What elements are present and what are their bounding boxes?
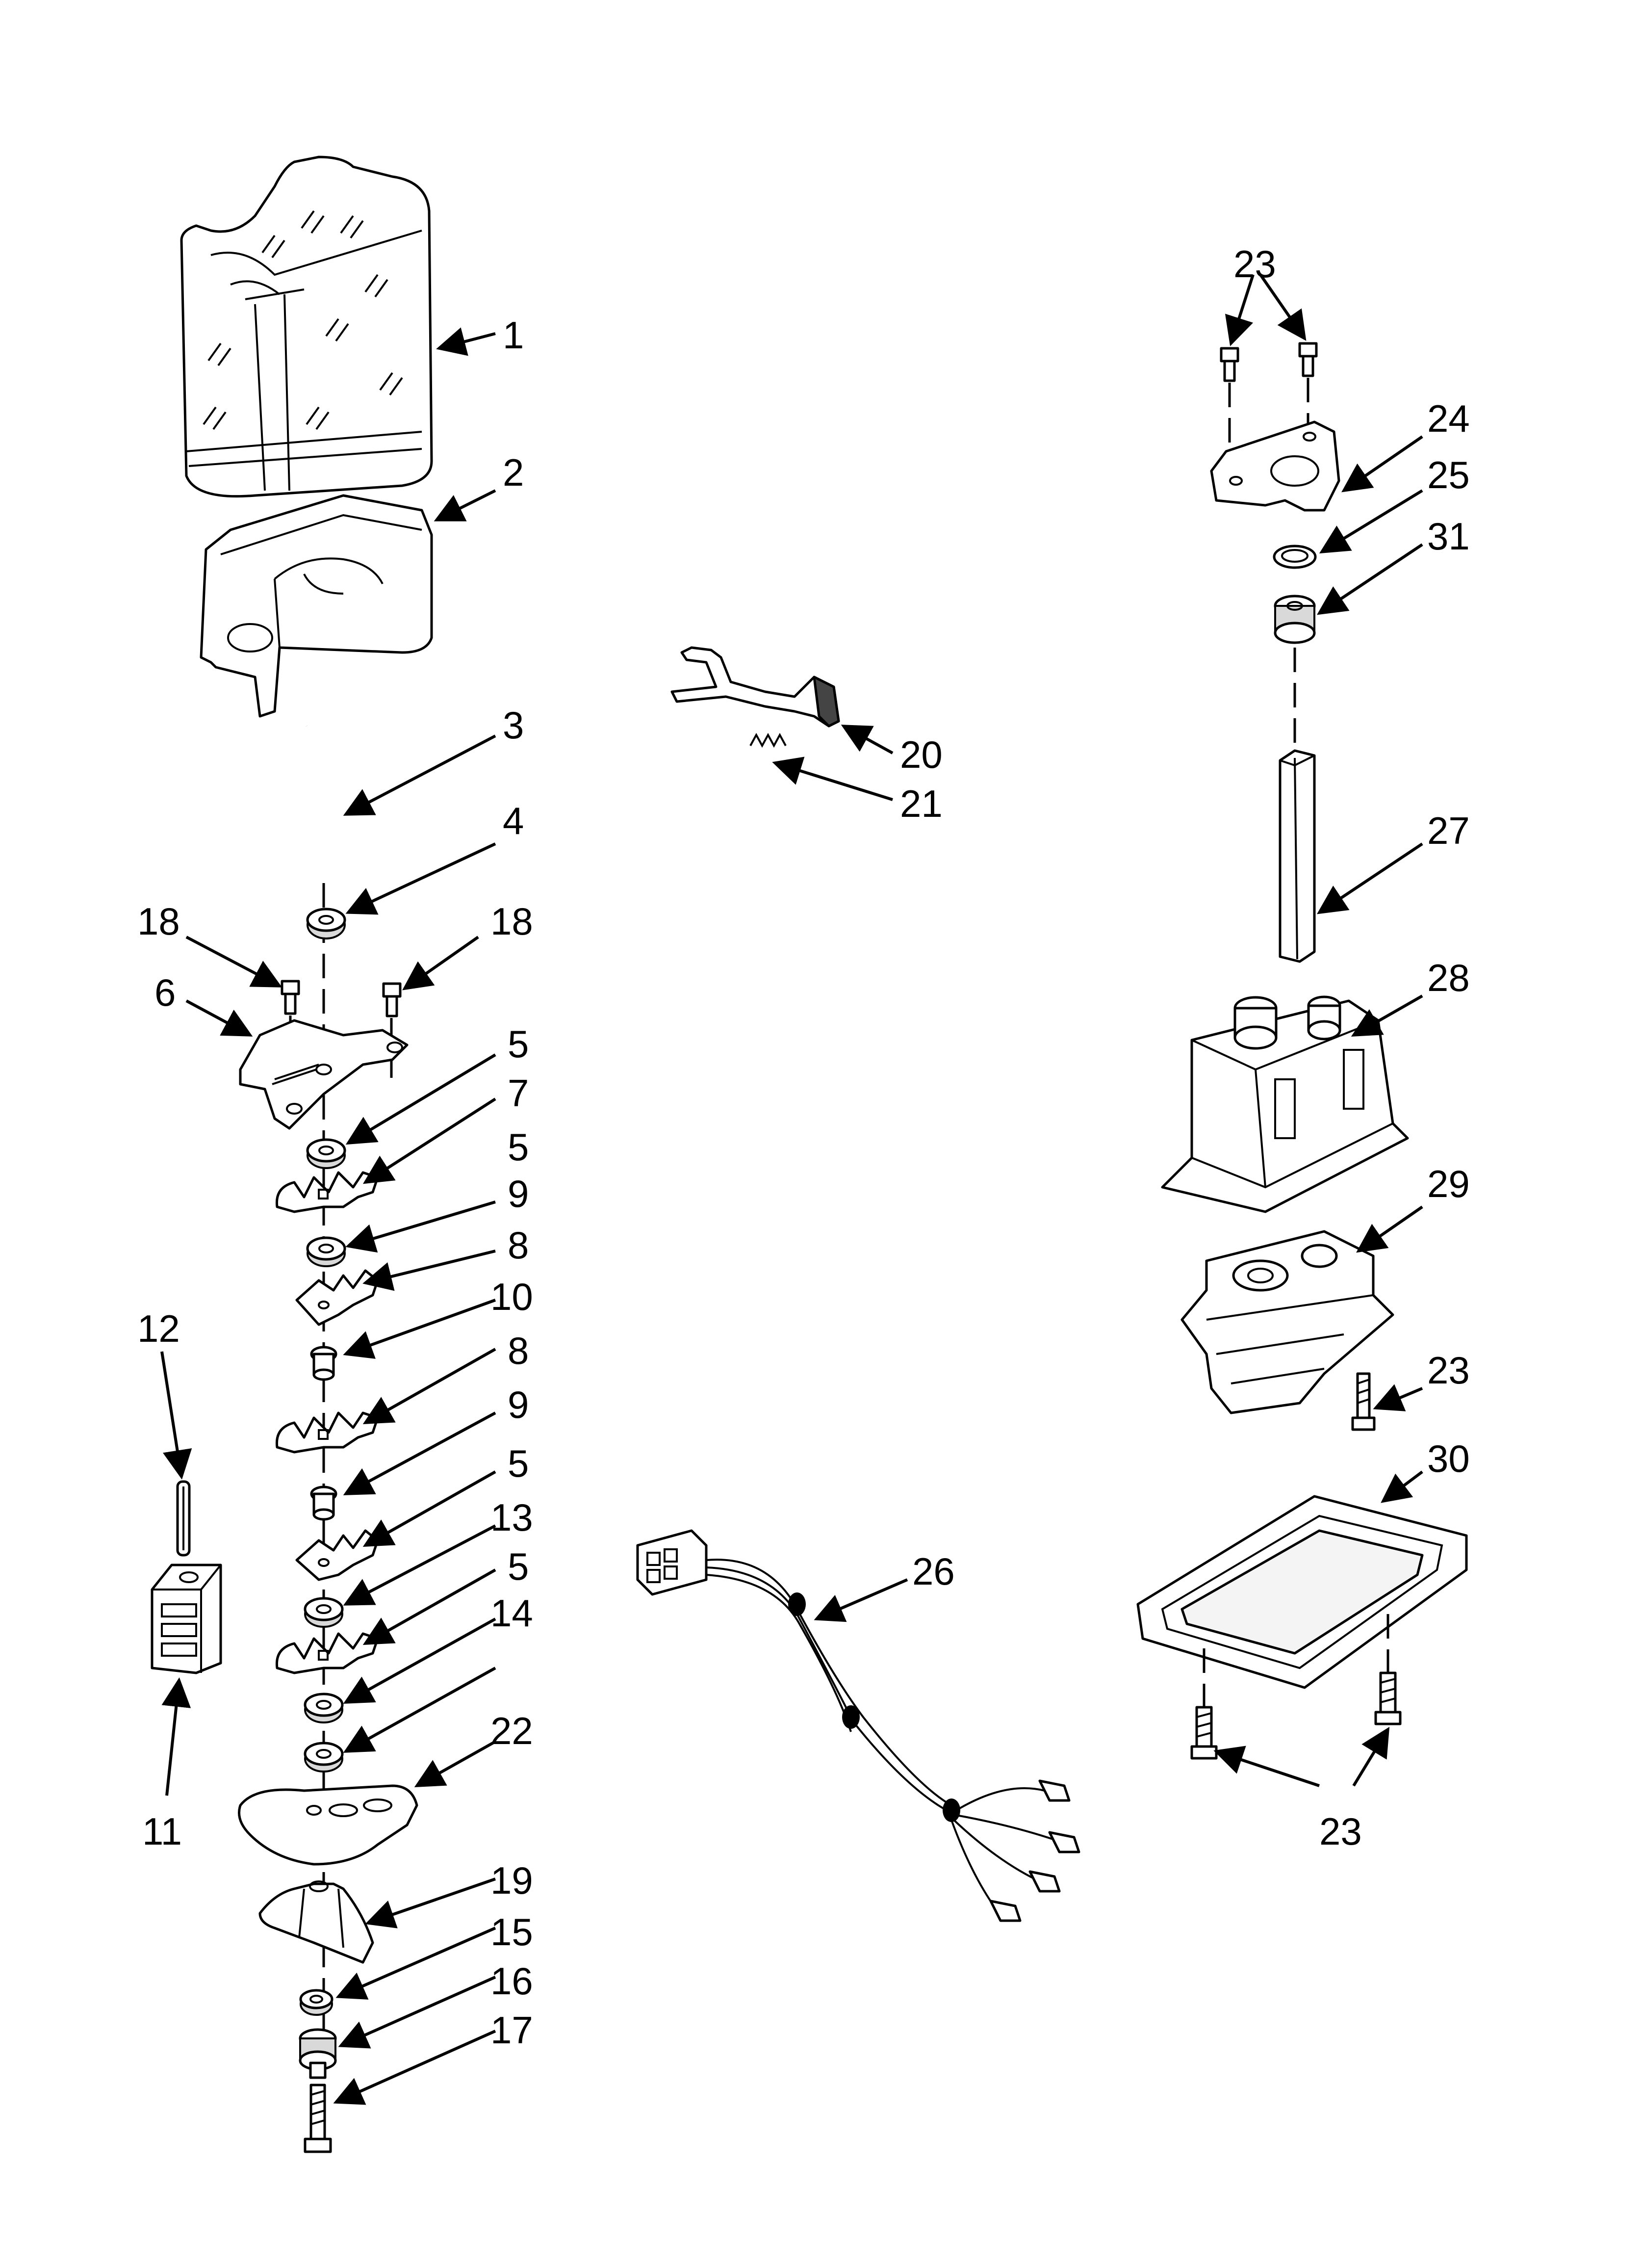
- part-5-washer-c: [304, 1597, 344, 1628]
- part-23-screw-side: [1351, 1372, 1376, 1431]
- leader-lines: [160, 274, 1423, 2105]
- callout-12: 12: [137, 1307, 180, 1350]
- callout-9a: 9: [508, 1172, 529, 1215]
- callout-5b: 5: [508, 1125, 529, 1169]
- callout-24: 24: [1427, 397, 1470, 440]
- callout-18b: 18: [490, 900, 533, 943]
- callout-labels: 1 2 3 4 18 18 6 5 7 5 9 8 10 8 9 5 13 5 …: [137, 242, 1470, 2052]
- callout-30: 30: [1427, 1437, 1470, 1480]
- callout-10: 10: [490, 1275, 533, 1318]
- callout-8a: 8: [508, 1224, 529, 1267]
- callout-25: 25: [1427, 453, 1470, 496]
- callout-15: 15: [490, 1910, 533, 1954]
- part-5-washer-a: [306, 1138, 346, 1169]
- callout-11: 11: [142, 1810, 182, 1853]
- part-25-ring: [1273, 545, 1317, 569]
- callout-8b: 8: [508, 1329, 529, 1372]
- part-13-blade: [275, 1632, 379, 1674]
- part-9-blade: [295, 1529, 379, 1581]
- part-17-screw: [304, 2084, 332, 2153]
- callout-26: 26: [912, 1550, 955, 1593]
- part-19-crusher: [258, 1880, 374, 1964]
- callout-6: 6: [154, 971, 176, 1014]
- callout-5d: 5: [508, 1545, 529, 1588]
- part-23-screw-top-left: [1220, 347, 1239, 382]
- callout-31: 31: [1427, 515, 1470, 558]
- part-20-switch-bracket: [670, 646, 840, 728]
- part-11-block: [151, 1564, 222, 1674]
- callout-17: 17: [490, 2008, 533, 2052]
- callout-14: 14: [490, 1591, 533, 1635]
- callout-23c: 23: [1319, 1810, 1362, 1853]
- part-23-screw-top-right: [1298, 342, 1318, 377]
- callout-28: 28: [1427, 956, 1470, 999]
- part-14-washer: [304, 1742, 344, 1773]
- callout-27: 27: [1427, 809, 1470, 852]
- part-5-washer-b: [306, 1236, 346, 1267]
- callout-9b: 9: [508, 1383, 529, 1426]
- part-12-pin: [176, 1480, 191, 1557]
- callout-3: 3: [503, 704, 524, 747]
- callout-4: 4: [503, 799, 524, 842]
- callout-5c: 5: [508, 1442, 529, 1485]
- callout-23b: 23: [1427, 1349, 1470, 1392]
- part-28-housing: [1161, 995, 1409, 1213]
- part-18-screw-right: [382, 982, 402, 1017]
- part-5-washer-d: [304, 1693, 344, 1723]
- part-3-rod: [305, 725, 345, 873]
- callout-18a: 18: [137, 900, 180, 943]
- part-23-screw-bottom-left: [1190, 1706, 1218, 1760]
- part-23-screw-bottom-right: [1374, 1671, 1402, 1725]
- part-2-auger-housing: [200, 494, 433, 718]
- part-30-gasket: [1136, 1495, 1468, 1689]
- part-7-blade: [275, 1171, 379, 1213]
- callout-16: 16: [490, 1959, 533, 2003]
- part-10-spacer: [310, 1346, 337, 1381]
- part-8-blade-b: [275, 1411, 379, 1454]
- part-8-blade-a: [295, 1269, 379, 1326]
- part-31-bushing: [1274, 595, 1316, 644]
- callout-21: 21: [900, 782, 943, 825]
- part-29-motor: [1180, 1230, 1394, 1414]
- callout-1: 1: [503, 313, 524, 357]
- part-6-plate: [239, 1019, 409, 1130]
- callout-23a: 23: [1233, 242, 1276, 286]
- callout-19: 19: [490, 1859, 533, 1902]
- part-1-ice-bucket: [180, 156, 433, 498]
- callout-13: 13: [490, 1496, 533, 1539]
- part-21-spring: [749, 732, 787, 748]
- part-18-screw-left: [281, 980, 300, 1015]
- part-26-wire-harness: [636, 1529, 1080, 1922]
- part-22-plate: [238, 1784, 418, 1866]
- callout-29: 29: [1427, 1162, 1470, 1205]
- callout-7: 7: [508, 1071, 529, 1115]
- part-9-spacer: [310, 1486, 337, 1521]
- part-27-shaft: [1279, 749, 1316, 963]
- part-15-washer: [299, 1989, 334, 2016]
- part-4-washer: [306, 908, 346, 939]
- part-16-bushing: [299, 2028, 337, 2079]
- callout-2: 2: [503, 451, 524, 494]
- callout-22: 22: [490, 1709, 533, 1752]
- callout-5a: 5: [508, 1022, 529, 1066]
- part-24-bracket: [1210, 420, 1340, 512]
- callout-20: 20: [900, 733, 943, 776]
